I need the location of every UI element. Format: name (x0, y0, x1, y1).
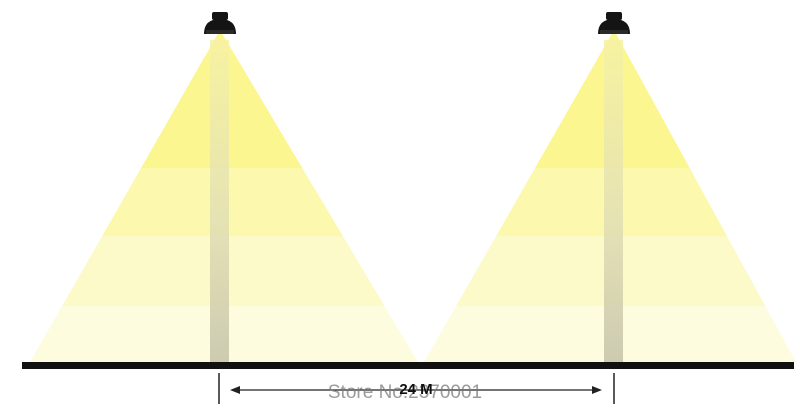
arrow-right-icon (592, 386, 602, 394)
watermark-text: Store No.2370001 (328, 382, 482, 403)
dimension-label: 24 M (399, 381, 432, 398)
pole-left (210, 40, 229, 362)
arrow-left-icon (230, 386, 240, 394)
ground-line (22, 362, 794, 369)
dimension-marker (218, 373, 615, 404)
lamp-left-icon (204, 12, 236, 34)
beam-band-1 (424, 30, 796, 168)
pole-right (604, 40, 623, 362)
lamp-right-icon (598, 12, 630, 34)
beam-band-1 (30, 30, 418, 168)
